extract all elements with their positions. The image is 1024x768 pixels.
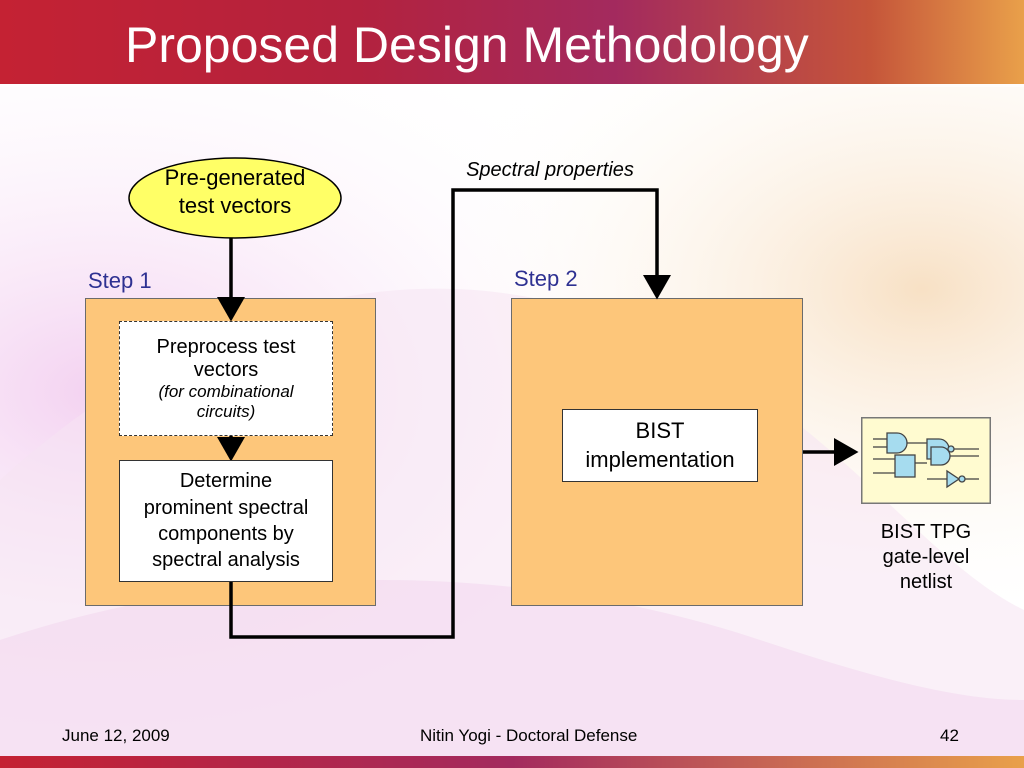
- determine-line1: Determine: [179, 470, 273, 493]
- bist-implementation-box: BIST implementation: [562, 409, 758, 482]
- determine-box: Determine prominent spectral components …: [119, 460, 333, 582]
- preprocess-note2: circuits): [196, 401, 256, 421]
- netlist-label-line1: BIST TPG: [880, 521, 972, 543]
- step1-label: Step 1: [88, 268, 152, 293]
- preprocess-line1: Preprocess test: [156, 335, 296, 358]
- preprocess-note1: (for combinational: [158, 381, 294, 401]
- gate-level-netlist-icon: [861, 417, 991, 504]
- determine-line3: components by: [158, 523, 294, 545]
- determine-line2: prominent spectral: [143, 496, 309, 519]
- footer-page-number: 42: [940, 726, 959, 745]
- determine-line4: spectral analysis: [152, 549, 300, 572]
- netlist-label-line2: gate-level: [882, 546, 970, 568]
- input-label-line1: Pre-generated: [164, 165, 306, 190]
- loop-connector: [229, 188, 671, 639]
- footer-date: June 12, 2009: [62, 726, 170, 745]
- netlist-label-line3: netlist: [899, 571, 953, 593]
- bist-line2: implementation: [585, 446, 735, 472]
- preprocess-line2: vectors: [193, 358, 259, 381]
- spectral-properties-label: Spectral properties: [466, 159, 634, 181]
- bist-line1: BIST: [635, 417, 685, 443]
- netlist-label: BIST TPG gate-level netlist: [845, 520, 1007, 595]
- preprocess-box: Preprocess test vectors (for combination…: [119, 321, 333, 436]
- footer-presenter: Nitin Yogi - Doctoral Defense: [420, 726, 638, 745]
- step2-label: Step 2: [514, 266, 578, 291]
- input-label-line2: test vectors: [178, 192, 292, 218]
- input-ellipse: [128, 157, 342, 239]
- input-label: Pre-generated test vectors: [127, 164, 343, 219]
- slide-title: Proposed Design Methodology: [125, 17, 809, 73]
